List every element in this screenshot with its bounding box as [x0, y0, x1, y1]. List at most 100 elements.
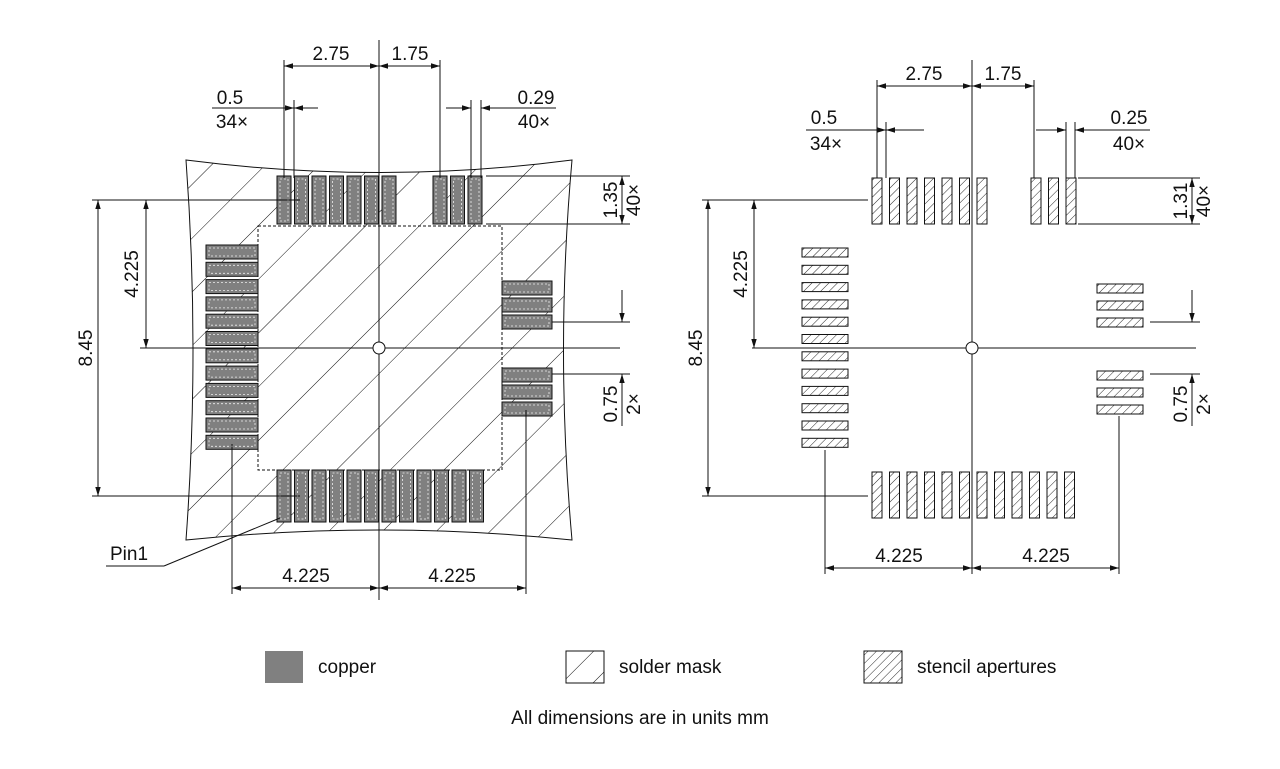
r-dim-pad-length: 1.31	[1171, 183, 1192, 220]
dim-gap: 0.75	[601, 386, 622, 423]
copper-pad	[205, 382, 259, 398]
stencil-outline	[208, 247, 256, 257]
stencil-outline	[332, 472, 341, 520]
stencil-outline	[504, 283, 550, 293]
stencil-aperture	[801, 334, 849, 344]
stencil-aperture	[889, 471, 900, 519]
stencil-aperture	[801, 299, 849, 310]
copper-pad	[311, 175, 327, 225]
copper-pad	[381, 469, 397, 523]
stencil-aperture	[1048, 177, 1059, 225]
copper-pad	[205, 313, 259, 329]
stencil-outline	[419, 472, 429, 520]
left-view: 2.75 1.75 0.5 34× 0.29 40× 1.35 40× 4.22…	[76, 40, 645, 600]
copper-pad	[205, 244, 259, 260]
stencil-aperture	[959, 471, 970, 519]
stencil-outline	[208, 334, 256, 343]
r-dim-pad-width-count: 40×	[1113, 134, 1145, 155]
copper-pad	[205, 365, 259, 381]
stencil-aperture	[871, 177, 883, 225]
stencil-aperture	[871, 471, 883, 519]
stencil-outline	[208, 420, 256, 430]
stencil-outline	[208, 316, 256, 326]
legend-copper-swatch	[265, 651, 303, 683]
stencil-aperture	[906, 471, 918, 519]
legend: copper solder mask stencil apertures	[265, 650, 1056, 684]
copper-pad	[501, 401, 553, 417]
stencil-aperture	[801, 351, 849, 362]
dim-pitch-left-count: 34×	[216, 112, 248, 133]
stencil-aperture	[801, 368, 849, 379]
stencil-aperture	[801, 403, 849, 414]
stencil-aperture	[1065, 177, 1077, 225]
stencil-outline	[208, 351, 256, 361]
stencil-aperture	[801, 264, 849, 275]
copper-pad	[450, 175, 465, 225]
copper-pad	[205, 417, 259, 433]
legend-solder-mask-swatch	[565, 650, 605, 684]
stencil-aperture	[994, 471, 1005, 519]
stencil-outline	[504, 387, 550, 397]
copper-pad	[501, 384, 553, 400]
copper-pad	[399, 469, 414, 523]
copper-pad	[205, 348, 259, 364]
stencil-outline	[435, 178, 445, 222]
dim-half-height: 4.225	[122, 250, 143, 298]
copper-pad	[364, 469, 379, 523]
center-mark	[372, 341, 386, 355]
stencil-outline	[208, 299, 256, 309]
copper-pad	[346, 469, 362, 523]
copper-pad	[205, 296, 259, 312]
units-footnote: All dimensions are in units mm	[511, 708, 769, 729]
stencil-outline	[367, 472, 376, 520]
stencil-outline	[208, 403, 256, 413]
copper-pad	[329, 175, 344, 225]
r-dim-bottom-left: 4.225	[875, 546, 923, 567]
copper-pad	[205, 400, 259, 416]
stencil-outline	[402, 472, 411, 520]
stencil-aperture	[1096, 370, 1144, 381]
stencil-right	[1096, 283, 1144, 415]
pin1-label: Pin1	[110, 544, 148, 565]
right-view: 2.75 1.75 0.5 34× 0.25 40× 1.31 40× 4.22…	[686, 60, 1215, 574]
copper-pad	[451, 469, 467, 523]
legend-copper-label: copper	[318, 657, 377, 678]
stencil-outline	[314, 178, 324, 222]
r-dim-pad-length-count: 40×	[1194, 185, 1215, 217]
stencil-outline	[504, 317, 550, 327]
copper-pad	[346, 175, 362, 225]
copper-pad	[416, 469, 432, 523]
stencil-aperture	[801, 247, 849, 258]
stencil-bottom	[871, 471, 1075, 519]
copper-pad	[501, 297, 553, 313]
stencil-aperture	[1029, 471, 1040, 519]
copper-pad	[329, 469, 344, 523]
r-dim-bottom-right: 4.225	[1022, 546, 1070, 567]
copper-pad	[205, 331, 259, 346]
legend-stencil-swatch	[863, 650, 903, 684]
top-pads-left	[276, 175, 397, 225]
dim-top-right: 1.75	[392, 44, 429, 65]
copper-pad	[501, 367, 553, 383]
stencil-outline	[504, 404, 550, 414]
stencil-aperture	[801, 316, 849, 327]
stencil-outline	[504, 300, 550, 310]
stencil-outline	[437, 472, 446, 520]
stencil-outline	[208, 282, 256, 292]
copper-pad	[311, 469, 327, 523]
copper-pad	[364, 175, 379, 225]
r-dim-full-height: 8.45	[686, 330, 707, 367]
stencil-aperture	[801, 437, 849, 448]
stencil-aperture	[801, 420, 849, 431]
right-pads	[501, 280, 553, 417]
r-dim-top-right: 1.75	[985, 64, 1022, 85]
stencil-aperture	[889, 177, 900, 225]
stencil-aperture	[801, 282, 849, 293]
stencil-outline	[314, 472, 324, 520]
copper-pad	[467, 175, 483, 225]
stencil-aperture	[924, 471, 935, 519]
stencil-top-right	[1030, 177, 1077, 225]
stencil-left	[801, 247, 849, 448]
dim-gap-count: 2×	[624, 393, 645, 415]
stencil-aperture	[976, 177, 988, 225]
